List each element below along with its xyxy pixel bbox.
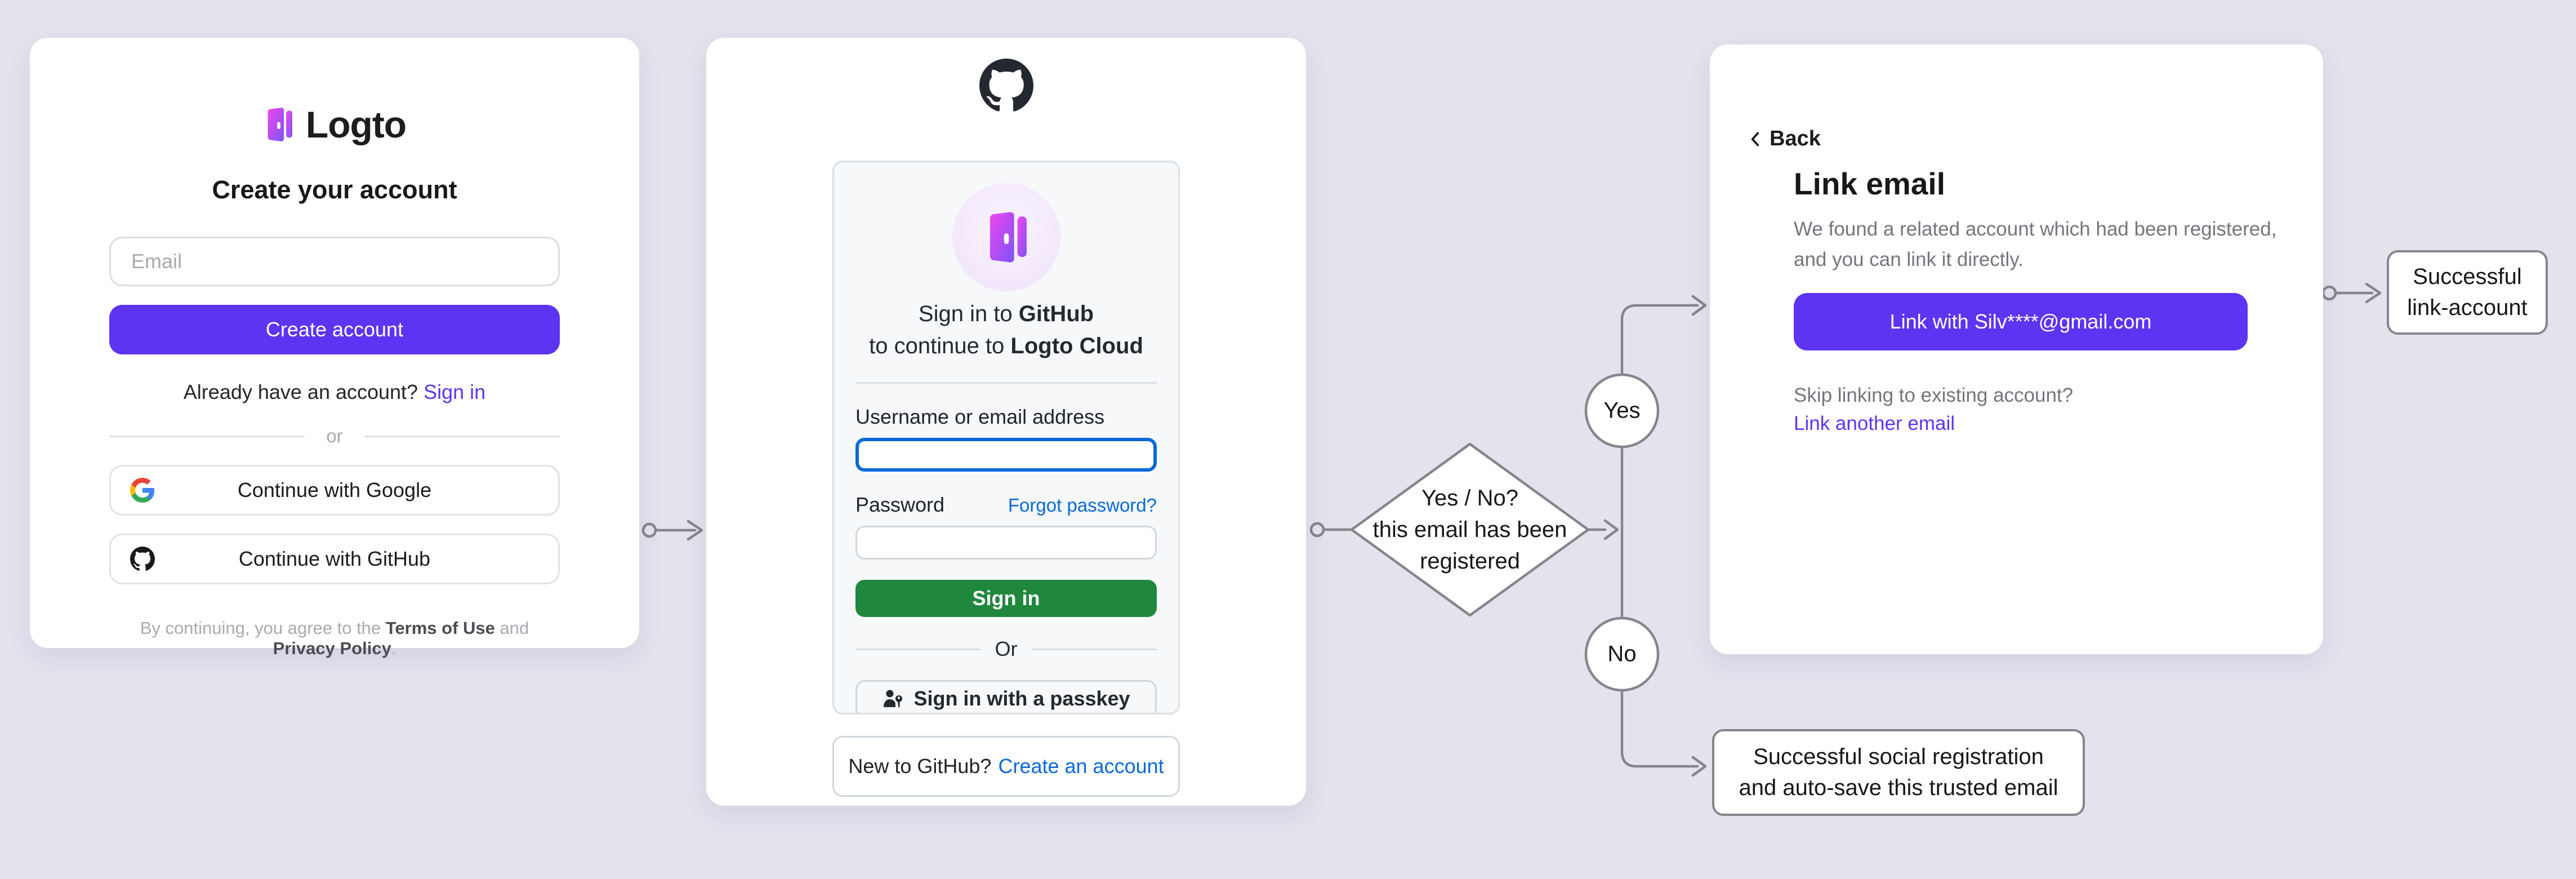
person-key-icon xyxy=(884,690,903,708)
arrowhead xyxy=(1691,295,1707,316)
github-signin-button[interactable]: Sign in xyxy=(855,580,1157,617)
page-title: Link email xyxy=(1794,166,1945,201)
branch-rail xyxy=(1620,304,1699,768)
back-button[interactable]: Back xyxy=(1747,127,1821,151)
new-to-github-text: New to GitHub? xyxy=(848,754,992,778)
continue-github-button[interactable]: Continue with GitHub xyxy=(109,534,560,584)
divider-label: Or xyxy=(995,637,1018,660)
circle-connector xyxy=(2321,285,2337,301)
divider-label: or xyxy=(326,425,343,446)
chevron-left-icon xyxy=(1751,131,1759,146)
outcome-text: and auto-save this trusted email xyxy=(1739,775,2058,800)
divider-line xyxy=(855,648,981,650)
logto-logo: Logto xyxy=(109,103,560,146)
yes-node-label: Yes xyxy=(1603,398,1641,423)
yes-node-shape xyxy=(1584,373,1660,449)
decision-diamond-label: Yes / No? this email has been registered xyxy=(1372,486,1567,574)
outcome-box-social-registration: Successful social registration and auto-… xyxy=(1712,729,2085,816)
link-description: We found a related account which had bee… xyxy=(1794,218,2277,270)
passkey-signin-button[interactable]: Sign in with a passkey xyxy=(855,680,1157,713)
signin-heading-prefix: Sign in to xyxy=(918,301,1019,326)
link-with-email-button[interactable]: Link with Silv****@gmail.com xyxy=(1794,293,2248,350)
signin-heading-app: Logto Cloud xyxy=(1010,334,1143,358)
back-label: Back xyxy=(1770,127,1821,150)
github-signin-panel: Sign in to GitHub to continue to Logto C… xyxy=(832,161,1180,714)
octocat-icon xyxy=(979,59,1033,112)
page-title: Create your account xyxy=(212,175,457,204)
github-logo xyxy=(832,59,1180,113)
signin-heading-continue: to continue to xyxy=(869,334,1011,358)
username-input[interactable] xyxy=(855,438,1157,472)
continue-github-label: Continue with GitHub xyxy=(238,547,431,570)
continue-google-label: Continue with Google xyxy=(237,478,432,501)
arrowhead xyxy=(687,520,703,541)
google-g-icon xyxy=(130,478,155,503)
divider-line xyxy=(364,435,560,437)
terms-suffix: . xyxy=(391,638,396,658)
octocat-icon xyxy=(130,547,155,571)
forgot-password-link[interactable]: Forgot password? xyxy=(1008,495,1157,516)
signin-prompt: Already have an account? Sign in xyxy=(109,380,560,404)
skip-linking-text: Skip linking to existing account? xyxy=(1794,384,2074,406)
passkey-signin-label: Sign in with a passkey xyxy=(913,687,1130,710)
circle-connector xyxy=(641,522,657,538)
github-signin-card: Sign in to GitHub to continue to Logto C… xyxy=(706,38,1306,806)
arrowhead xyxy=(2365,282,2382,304)
panel-divider xyxy=(855,382,1157,384)
password-input[interactable] xyxy=(855,526,1157,560)
terms-notice: By continuing, you agree to the Terms of… xyxy=(109,618,560,659)
terms-prefix: By continuing, you agree to the xyxy=(140,618,386,638)
or-divider: Or xyxy=(855,637,1157,661)
link-another-email-link[interactable]: Link another email xyxy=(1794,412,1955,434)
logto-app-avatar xyxy=(952,183,1060,291)
signin-link[interactable]: Sign in xyxy=(424,380,486,403)
logto-door-icon xyxy=(990,212,1027,263)
or-divider: or xyxy=(109,425,560,447)
no-node-label: No xyxy=(1607,641,1637,667)
password-label: Password xyxy=(855,493,945,516)
logto-door-icon xyxy=(268,108,292,141)
create-account-box: New to GitHub? Create an account xyxy=(832,736,1180,797)
arrowhead xyxy=(1691,756,1707,777)
circle-connector xyxy=(1309,522,1325,538)
divider-line xyxy=(109,435,305,437)
no-node-shape xyxy=(1584,616,1660,692)
outcome-box-link-account: Successful link-account xyxy=(2387,250,2548,335)
username-label: Username or email address xyxy=(855,405,1105,428)
brand-name: Logto xyxy=(305,104,407,145)
divider-line xyxy=(1032,648,1157,650)
signin-prompt-text: Already have an account? xyxy=(183,380,418,403)
create-account-button[interactable]: Create account xyxy=(109,305,560,354)
create-account-link[interactable]: Create an account xyxy=(998,754,1164,778)
continue-google-button[interactable]: Continue with Google xyxy=(109,465,560,516)
signin-heading: Sign in to GitHub to continue to Logto C… xyxy=(855,298,1157,362)
privacy-policy-link[interactable]: Privacy Policy xyxy=(273,638,391,658)
arrowhead xyxy=(1603,519,1619,540)
outcome-text: Successful xyxy=(2413,264,2522,289)
outcome-text: link-account xyxy=(2407,295,2528,320)
outcome-text: Successful social registration xyxy=(1753,744,2044,769)
signin-heading-github: GitHub xyxy=(1018,301,1094,326)
terms-and: and xyxy=(494,618,529,638)
link-email-card: Back Link email We found a related accou… xyxy=(1710,45,2323,654)
signup-card: Logto Create your account Create account… xyxy=(30,38,639,658)
email-field[interactable] xyxy=(109,237,560,286)
terms-of-use-link[interactable]: Terms of Use xyxy=(385,618,495,638)
